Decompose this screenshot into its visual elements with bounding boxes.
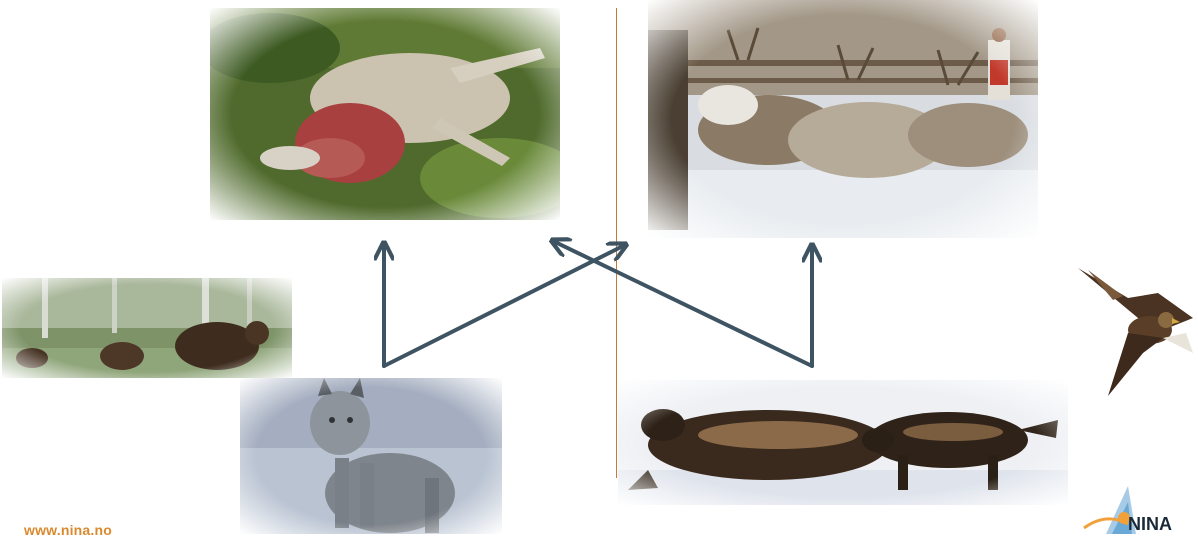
divider-line — [616, 8, 617, 478]
footer-url[interactable]: www.nina.no — [24, 522, 112, 538]
wolverines-photo — [618, 380, 1068, 505]
logo-text: NINA — [1128, 514, 1172, 535]
lynx-photo — [240, 378, 502, 534]
bears-photo — [2, 278, 292, 378]
reindeer-carcass-photo — [210, 8, 560, 220]
golden-eagle-photo — [1068, 258, 1198, 398]
arrow-lynx-to-herd — [384, 245, 625, 366]
reindeer-herd-photo — [648, 0, 1038, 238]
arrow-wolverine-to-carcass — [553, 241, 812, 366]
